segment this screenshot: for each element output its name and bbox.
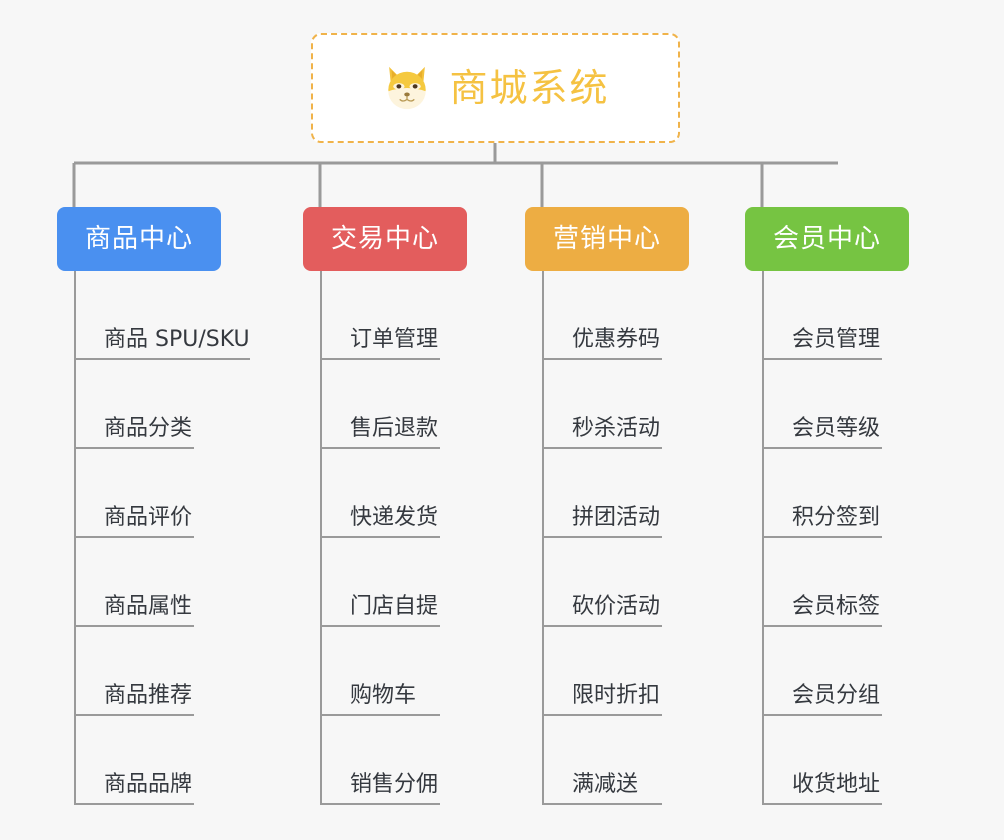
list-item[interactable]: 秒杀活动: [542, 360, 662, 449]
branch-column-3: 会员中心 会员管理 会员等级 积分签到 会员标签 会员分组 收货地址: [745, 207, 965, 805]
leaf-label: 商品分类: [104, 415, 193, 441]
list-item[interactable]: 会员等级: [762, 360, 882, 449]
leaf-label: 商品 SPU/SKU: [104, 326, 250, 352]
list-item[interactable]: 商品品牌: [74, 716, 194, 805]
leaf-label: 门店自提: [350, 593, 439, 619]
list-item[interactable]: 商品 SPU/SKU: [74, 271, 250, 360]
list-item[interactable]: 满减送: [542, 716, 662, 805]
leaf-label: 购物车: [350, 682, 417, 708]
leaf-label: 砍价活动: [572, 593, 661, 619]
list-item[interactable]: 售后退款: [320, 360, 440, 449]
list-item[interactable]: 拼团活动: [542, 449, 662, 538]
leaf-list-3: 会员管理 会员等级 积分签到 会员标签 会员分组 收货地址: [762, 271, 965, 805]
root-node[interactable]: 商城系统: [311, 33, 680, 143]
leaf-label: 积分签到: [792, 504, 881, 530]
list-item[interactable]: 商品属性: [74, 538, 194, 627]
list-item[interactable]: 会员标签: [762, 538, 882, 627]
list-item[interactable]: 快递发货: [320, 449, 440, 538]
leaf-label: 快递发货: [350, 504, 439, 530]
list-item[interactable]: 商品评价: [74, 449, 194, 538]
list-item[interactable]: 订单管理: [320, 271, 440, 360]
leaf-label: 拼团活动: [572, 504, 661, 530]
leaf-label: 商品评价: [104, 504, 193, 530]
list-item[interactable]: 积分签到: [762, 449, 882, 538]
list-item[interactable]: 优惠券码: [542, 271, 662, 360]
list-item[interactable]: 购物车: [320, 627, 440, 716]
leaf-label: 订单管理: [350, 326, 439, 352]
list-item[interactable]: 会员分组: [762, 627, 882, 716]
branch-column-2: 营销中心 优惠券码 秒杀活动 拼团活动 砍价活动 限时折扣 满减送: [525, 207, 745, 805]
list-item[interactable]: 商品推荐: [74, 627, 194, 716]
branch-column-1: 交易中心 订单管理 售后退款 快递发货 门店自提 购物车 销售分佣: [303, 207, 523, 805]
leaf-label: 会员标签: [792, 593, 881, 619]
leaf-label: 商品属性: [104, 593, 193, 619]
list-item[interactable]: 砍价活动: [542, 538, 662, 627]
list-item[interactable]: 收货地址: [762, 716, 882, 805]
leaf-label: 会员分组: [792, 682, 881, 708]
leaf-list-1: 订单管理 售后退款 快递发货 门店自提 购物车 销售分佣: [320, 271, 523, 805]
list-item[interactable]: 商品分类: [74, 360, 194, 449]
list-item[interactable]: 门店自提: [320, 538, 440, 627]
category-box-1[interactable]: 交易中心: [303, 207, 468, 271]
leaf-label: 商品推荐: [104, 682, 193, 708]
leaf-label: 商品品牌: [104, 771, 193, 797]
list-item[interactable]: 会员管理: [762, 271, 882, 360]
leaf-label: 会员等级: [792, 415, 881, 441]
leaf-label: 限时折扣: [572, 682, 661, 708]
list-item[interactable]: 限时折扣: [542, 627, 662, 716]
leaf-list-0: 商品 SPU/SKU 商品分类 商品评价 商品属性 商品推荐 商品品牌: [74, 271, 277, 805]
leaf-label: 优惠券码: [572, 326, 661, 352]
leaf-label: 满减送: [572, 771, 639, 797]
branch-column-0: 商品中心 商品 SPU/SKU 商品分类 商品评价 商品属性 商品推荐: [57, 207, 277, 805]
category-box-0[interactable]: 商品中心: [57, 207, 222, 271]
category-box-3[interactable]: 会员中心: [745, 207, 910, 271]
shiba-dog-icon: [381, 62, 433, 114]
category-box-2[interactable]: 营销中心: [525, 207, 690, 271]
branch-columns: 商品中心 商品 SPU/SKU 商品分类 商品评价 商品属性 商品推荐: [0, 207, 1004, 840]
leaf-label: 秒杀活动: [572, 415, 661, 441]
leaf-label: 收货地址: [792, 771, 881, 797]
leaf-list-2: 优惠券码 秒杀活动 拼团活动 砍价活动 限时折扣 满减送: [542, 271, 745, 805]
leaf-label: 销售分佣: [350, 771, 439, 797]
leaf-label: 售后退款: [350, 415, 439, 441]
list-item[interactable]: 销售分佣: [320, 716, 440, 805]
leaf-label: 会员管理: [792, 326, 881, 352]
root-title: 商城系统: [449, 66, 610, 110]
